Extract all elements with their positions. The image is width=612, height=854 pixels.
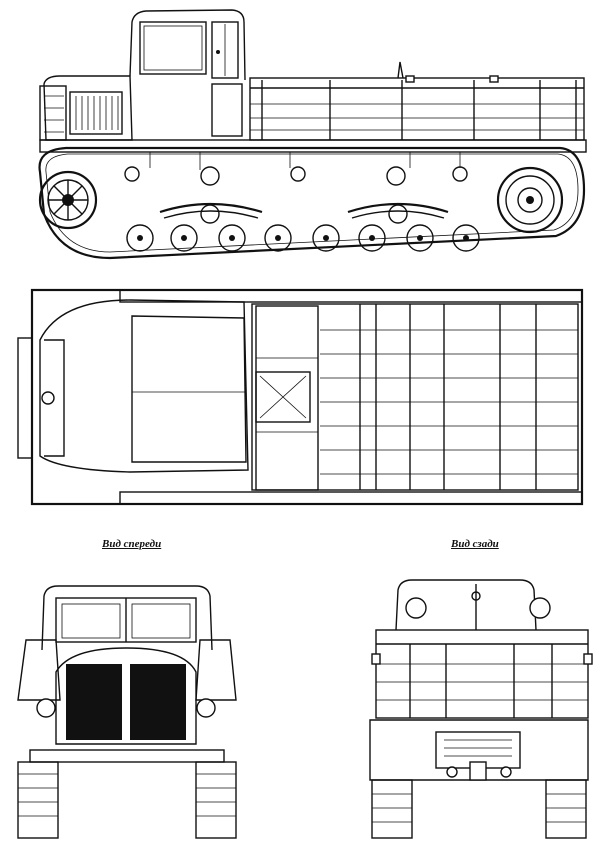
rear-tracks [371,779,587,839]
road-wheel [452,224,480,252]
front-tracks [17,761,237,839]
hood [39,75,133,141]
radiator-grille [55,647,197,745]
road-wheel [406,224,434,252]
rear-view [369,579,593,839]
front-view-label: Вид спереди [102,538,162,550]
suspension-bogies [159,202,449,224]
road-wheel [264,224,292,252]
road-wheel [170,224,198,252]
hood-louvers [75,96,119,130]
rear-cargo-body [371,629,593,719]
rear-view-label: Вид сзади [451,538,499,550]
front-fenders [17,639,237,701]
top-track-strips [119,289,583,505]
road-wheels [126,224,480,252]
front-view [17,585,237,839]
road-wheel [126,224,154,252]
cab [129,9,246,137]
top-cargo-bed [251,303,579,491]
front-cab [41,585,213,651]
front-bumper [29,749,225,763]
return-rollers [124,166,468,186]
rear-cab [395,579,551,631]
chassis-frame [39,139,587,170]
drive-sprocket [38,170,98,230]
idler-wheel [496,166,564,234]
track [38,146,586,260]
road-wheel [358,224,386,252]
headlights [36,698,216,718]
rear-chassis [369,719,589,781]
top-hood-cab [17,299,249,473]
cargo-body [249,61,585,141]
top-view [17,288,584,506]
road-wheel [312,224,340,252]
side-view [38,9,587,260]
road-wheel [218,224,246,252]
